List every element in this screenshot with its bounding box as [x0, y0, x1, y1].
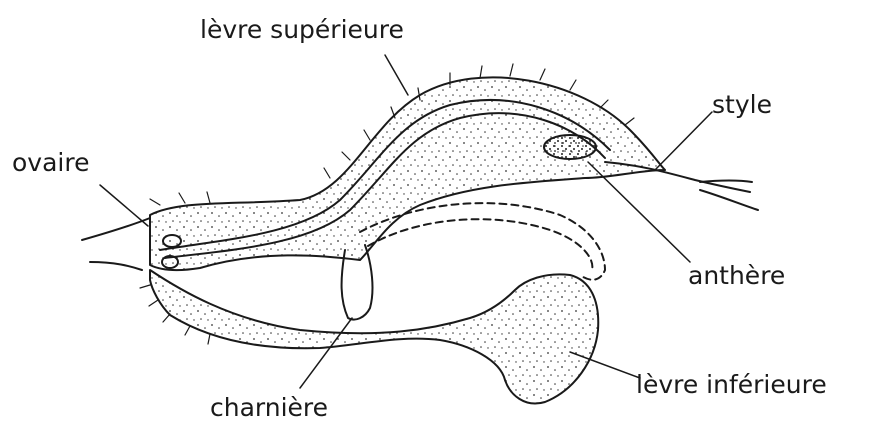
leader-hinge: [300, 318, 352, 388]
upper-lip-outline: [150, 77, 665, 270]
dashed-stamen-path-2: [368, 219, 592, 270]
pedicel-outline: [82, 218, 150, 270]
leader-anther: [588, 162, 690, 262]
label-ovary: ovaire: [12, 150, 89, 175]
anther-shape: [544, 135, 596, 159]
label-upper-lip: lèvre supérieure: [200, 17, 404, 42]
lower-lip-outline: [150, 270, 598, 403]
label-hinge: charnière: [210, 395, 328, 420]
leader-ovary: [100, 185, 148, 226]
style-fork-upper: [700, 181, 752, 183]
style-fork-lower: [700, 190, 758, 210]
leader-style: [655, 112, 712, 170]
leader-upper-lip: [385, 55, 408, 95]
label-anther: anthère: [688, 263, 785, 288]
label-lower-lip: lèvre inférieure: [636, 372, 827, 397]
label-style: style: [712, 92, 772, 117]
